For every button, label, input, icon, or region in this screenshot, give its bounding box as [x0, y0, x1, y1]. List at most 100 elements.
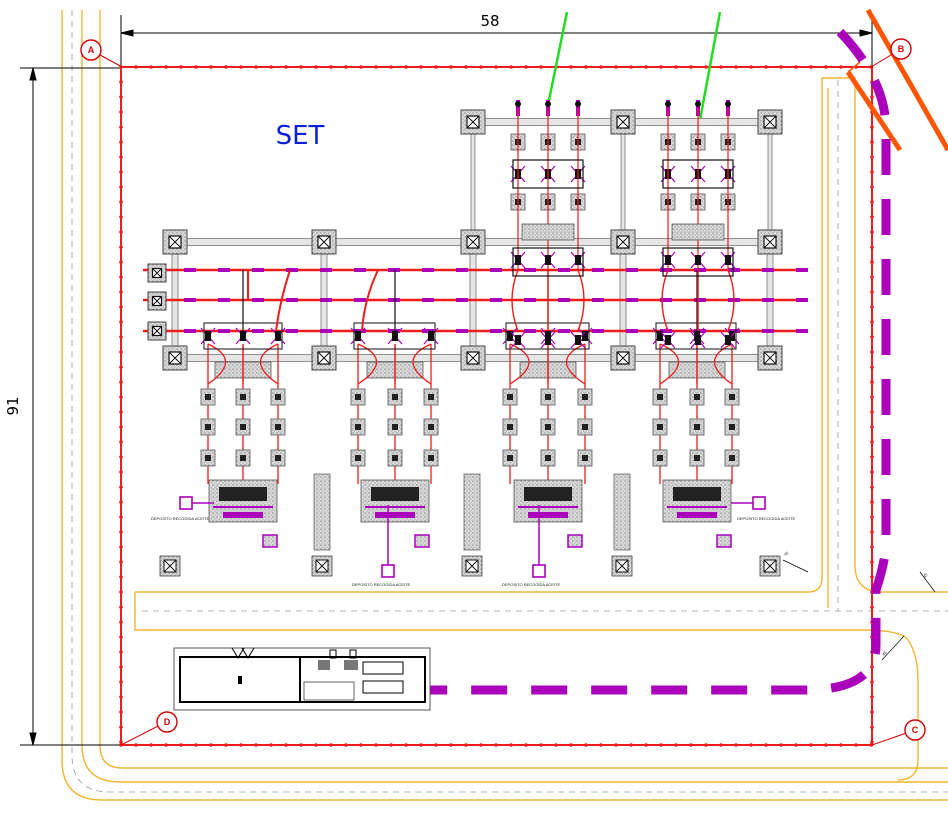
fence-post — [329, 743, 333, 747]
foundation-device — [657, 455, 663, 461]
fence-post — [870, 125, 874, 129]
fence-post — [119, 320, 123, 324]
fence-post — [119, 410, 123, 414]
fence-post — [809, 65, 813, 69]
bottom-foundation — [311, 555, 333, 577]
transformer-aux — [716, 534, 732, 548]
fence-post — [224, 743, 228, 747]
fence-post — [870, 350, 874, 354]
foundation-device — [582, 424, 588, 430]
fence-post — [119, 395, 123, 399]
fence-post — [854, 743, 858, 747]
fence-post — [659, 65, 663, 69]
fence-post — [209, 65, 213, 69]
fence-post — [119, 485, 123, 489]
fence-post — [779, 65, 783, 69]
oil-tank-label: DEPOSITO RECOGIDA ACEITE — [151, 516, 209, 521]
foundation-cross — [465, 559, 479, 573]
disconnector — [270, 327, 286, 345]
fence-post — [704, 743, 708, 747]
transformer-body — [524, 487, 572, 501]
equipment-foundation — [652, 449, 668, 467]
pier-cross — [763, 235, 777, 249]
foundation-device — [657, 394, 663, 400]
disconnector-body — [575, 255, 581, 265]
transformer-body — [673, 487, 721, 501]
perimeter-fence — [119, 65, 874, 747]
fence-post — [119, 230, 123, 234]
fence-post — [239, 65, 243, 69]
road-callout-label: 45 — [881, 649, 888, 656]
road-callout-label: 45 — [783, 550, 790, 557]
portal-pier — [460, 229, 486, 255]
busbar-insulator — [456, 298, 468, 302]
fence-post — [119, 95, 123, 99]
disconnector-body — [428, 331, 434, 341]
disconnector-body — [695, 255, 701, 265]
portal-pier — [757, 345, 783, 371]
firewall — [613, 473, 631, 551]
oil-tank — [532, 564, 546, 578]
fence-post — [359, 65, 363, 69]
equipment-foundation — [502, 449, 518, 467]
foundation-device — [240, 455, 246, 461]
disconnector-body — [725, 255, 731, 265]
foundation-cross — [763, 559, 777, 573]
transformer-aux — [567, 534, 583, 548]
fence-post — [870, 260, 874, 264]
busbar-insulator — [354, 298, 366, 302]
bay-frame — [655, 322, 737, 350]
equipment-foundation — [724, 418, 740, 436]
disconnector-body — [515, 335, 521, 345]
pier-cross — [152, 326, 162, 336]
disconnector — [690, 331, 706, 349]
fence-post — [809, 743, 813, 747]
bay-frame — [203, 322, 283, 350]
equipment-foundation — [350, 449, 366, 467]
equipment-foundation — [689, 418, 705, 436]
fence-post — [269, 65, 273, 69]
busbar-insulator — [388, 298, 400, 302]
control-building — [173, 647, 431, 711]
fence-post — [870, 365, 874, 369]
fence-post — [119, 185, 123, 189]
foundation-device — [729, 424, 735, 430]
fence-post — [494, 743, 498, 747]
foundation-device — [240, 394, 246, 400]
conduit-route — [425, 28, 891, 695]
disconnector — [540, 331, 556, 349]
dimension-width-label: 58 — [480, 12, 499, 30]
pier-cross — [168, 235, 182, 249]
fence-post — [674, 743, 678, 747]
fence-post — [719, 65, 723, 69]
fence-post — [569, 65, 573, 69]
bottom-foundation — [159, 555, 181, 577]
bay-cable-curve — [357, 343, 377, 385]
oil-tank-box — [381, 564, 395, 578]
bay-frame — [512, 159, 584, 189]
busbar-insulator — [694, 268, 706, 272]
portal-pier — [147, 291, 167, 311]
bay-cable-curve — [714, 343, 733, 385]
disconnector-body — [205, 331, 211, 341]
fence-post — [119, 470, 123, 474]
dimension-width — [120, 15, 873, 70]
fence-post — [164, 65, 168, 69]
busbar-insulator — [388, 268, 400, 272]
foundation-device — [205, 394, 211, 400]
bottom-foundation — [611, 555, 633, 577]
equipment-foundation — [387, 388, 403, 406]
power-transformer — [208, 479, 278, 548]
fence-post — [119, 170, 123, 174]
disconnector — [423, 327, 439, 345]
equipment-foundation — [423, 449, 439, 467]
busbar-insulator — [660, 268, 672, 272]
fence-post — [870, 275, 874, 279]
oil-tank-box — [752, 496, 766, 510]
portal-pier — [610, 345, 636, 371]
foundation-cross — [315, 559, 329, 573]
fence-post — [119, 620, 123, 624]
bay-cable-curve — [509, 343, 530, 385]
feeder-cables — [546, 11, 722, 121]
svg-text:D: D — [164, 717, 171, 727]
